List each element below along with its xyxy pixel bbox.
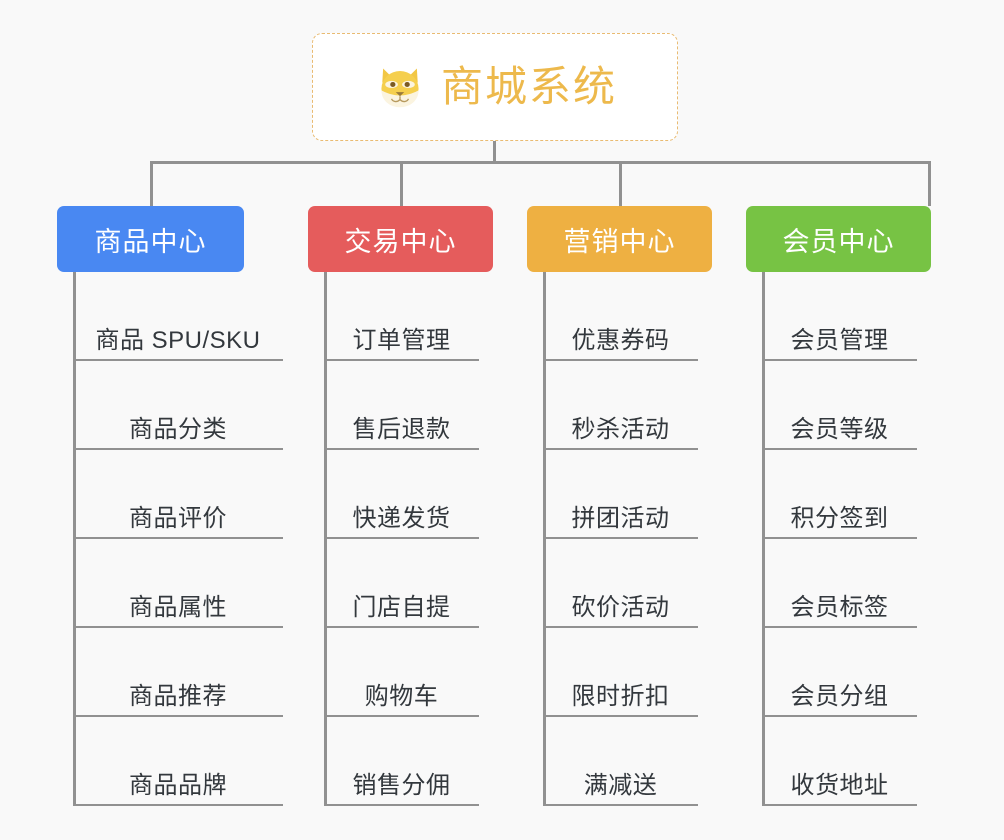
leaf-item-underline — [543, 715, 698, 717]
leaf-item[interactable]: 会员等级 — [762, 361, 917, 450]
leaf-item-underline — [324, 537, 479, 539]
category-header-label: 商品中心 — [94, 226, 207, 257]
leaf-item-label: 会员分组 — [790, 683, 889, 710]
leaf-item-underline — [73, 537, 283, 539]
leaf-item-underline — [543, 804, 698, 806]
leaf-item[interactable]: 会员管理 — [762, 272, 917, 361]
leaf-column-marketing-center: 优惠券码秒杀活动拼团活动砍价活动限时折扣满减送 — [543, 272, 738, 806]
category-header-member-center[interactable]: 会员中心 — [746, 206, 931, 272]
leaf-item-underline — [762, 448, 917, 450]
leaf-item[interactable]: 购物车 — [324, 628, 479, 717]
leaf-item-underline — [73, 626, 283, 628]
leaf-item-label: 售后退款 — [352, 416, 451, 443]
leaf-item-underline — [762, 715, 917, 717]
leaf-item[interactable]: 限时折扣 — [543, 628, 698, 717]
category-header-label: 营销中心 — [563, 226, 676, 257]
category-header-label: 交易中心 — [344, 226, 457, 257]
connector-root-trunk — [493, 141, 496, 163]
leaf-spine-product-center — [73, 272, 76, 806]
leaf-item-underline — [73, 448, 283, 450]
leaf-item-label: 砍价活动 — [571, 594, 670, 621]
leaf-item[interactable]: 优惠券码 — [543, 272, 698, 361]
leaf-item[interactable]: 会员分组 — [762, 628, 917, 717]
leaf-item-label: 购物车 — [364, 683, 439, 710]
leaf-spine-marketing-center — [543, 272, 546, 806]
leaf-item-label: 收货地址 — [790, 772, 889, 799]
root-title: 商城系统 — [440, 63, 617, 110]
leaf-item-underline — [543, 359, 698, 361]
leaf-item-underline — [762, 359, 917, 361]
leaf-column-product-center: 商品 SPU/SKU 商品分类商品评价商品属性商品推荐商品品牌 — [73, 272, 323, 806]
leaf-item-underline — [324, 715, 479, 717]
leaf-item-label: 秒杀活动 — [571, 416, 670, 443]
leaf-item[interactable]: 门店自提 — [324, 539, 479, 628]
leaf-item[interactable]: 售后退款 — [324, 361, 479, 450]
leaf-item-label: 商品属性 — [129, 594, 227, 621]
leaf-spine-trade-center — [324, 272, 327, 806]
leaf-item-label: 满减送 — [583, 772, 658, 799]
leaf-item-label: 快递发货 — [352, 505, 451, 532]
leaf-item-underline — [762, 804, 917, 806]
leaf-item-label: 积分签到 — [790, 505, 889, 532]
leaf-item-label: 订单管理 — [352, 327, 451, 354]
category-header-marketing-center[interactable]: 营销中心 — [527, 206, 712, 272]
leaf-item-label: 商品分类 — [129, 416, 227, 443]
leaf-item-underline — [324, 804, 479, 806]
leaf-item-label: 商品评价 — [129, 505, 227, 532]
leaf-item-label: 优惠券码 — [571, 327, 670, 354]
leaf-item-underline — [73, 804, 283, 806]
leaf-item[interactable]: 商品推荐 — [73, 628, 283, 717]
connector-drop-trade-center — [400, 161, 403, 206]
leaf-item-label: 会员标签 — [790, 594, 889, 621]
category-header-label: 会员中心 — [782, 226, 895, 257]
leaf-item-label: 拼团活动 — [571, 505, 670, 532]
leaf-spine-member-center — [762, 272, 765, 806]
leaf-item-label: 商品推荐 — [129, 683, 227, 710]
leaf-item[interactable]: 会员标签 — [762, 539, 917, 628]
leaf-item[interactable]: 积分签到 — [762, 450, 917, 539]
dog-face-icon — [381, 68, 419, 108]
category-header-product-center[interactable]: 商品中心 — [57, 206, 244, 272]
leaf-item-label: 会员管理 — [790, 327, 889, 354]
leaf-item-underline — [543, 626, 698, 628]
leaf-item-label: 限时折扣 — [571, 683, 670, 710]
leaf-item[interactable]: 收货地址 — [762, 717, 917, 806]
leaf-item-label: 会员等级 — [790, 416, 889, 443]
leaf-item[interactable]: 商品 SPU/SKU — [73, 272, 283, 361]
leaf-item[interactable]: 商品分类 — [73, 361, 283, 450]
leaf-item-underline — [324, 448, 479, 450]
leaf-item[interactable]: 商品属性 — [73, 539, 283, 628]
root-node-shop-system[interactable]: 商城系统 — [312, 33, 678, 141]
leaf-item[interactable]: 快递发货 — [324, 450, 479, 539]
leaf-item[interactable]: 商品品牌 — [73, 717, 283, 806]
leaf-item[interactable]: 秒杀活动 — [543, 361, 698, 450]
leaf-item-underline — [73, 359, 283, 361]
leaf-item-label: 商品 SPU/SKU — [95, 327, 261, 354]
leaf-item-label: 商品品牌 — [129, 772, 227, 799]
category-header-trade-center[interactable]: 交易中心 — [308, 206, 493, 272]
leaf-item[interactable]: 拼团活动 — [543, 450, 698, 539]
leaf-item[interactable]: 订单管理 — [324, 272, 479, 361]
leaf-item-underline — [543, 448, 698, 450]
leaf-item-underline — [324, 626, 479, 628]
connector-drop-product-center — [150, 161, 153, 206]
leaf-item[interactable]: 商品评价 — [73, 450, 283, 539]
leaf-item-underline — [73, 715, 283, 717]
connector-drop-member-center — [928, 161, 931, 206]
leaf-item[interactable]: 销售分佣 — [324, 717, 479, 806]
leaf-item-underline — [543, 537, 698, 539]
connector-horizontal-bus — [150, 161, 931, 164]
leaf-item[interactable]: 砍价活动 — [543, 539, 698, 628]
leaf-item-label: 销售分佣 — [352, 772, 451, 799]
leaf-column-member-center: 会员管理会员等级积分签到会员标签会员分组收货地址 — [762, 272, 957, 806]
connector-drop-marketing-center — [619, 161, 622, 206]
leaf-item-label: 门店自提 — [352, 594, 451, 621]
leaf-item-underline — [762, 626, 917, 628]
leaf-item-underline — [324, 359, 479, 361]
leaf-column-trade-center: 订单管理售后退款快递发货门店自提购物车销售分佣 — [324, 272, 519, 806]
leaf-item[interactable]: 满减送 — [543, 717, 698, 806]
leaf-item-underline — [762, 537, 917, 539]
